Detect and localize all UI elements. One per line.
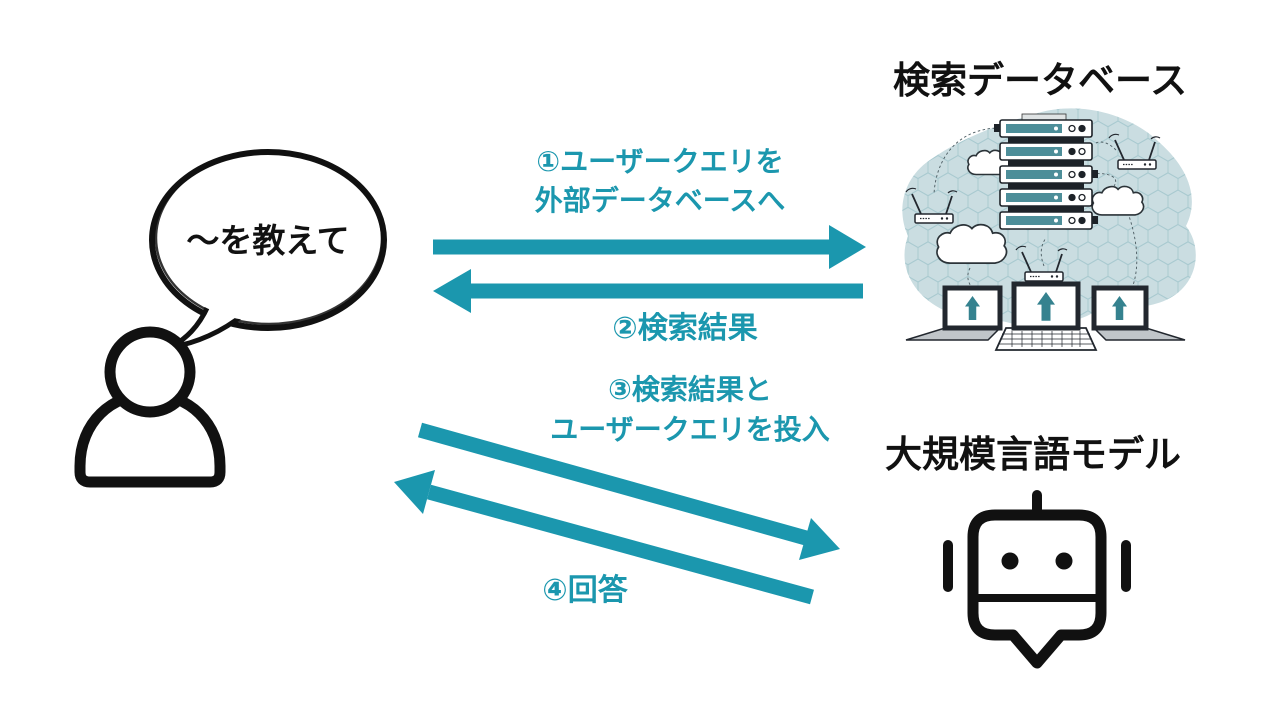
flow2-label: ②検索結果	[520, 303, 850, 347]
flow1-label-line1: ①ユーザークエリを	[536, 146, 784, 177]
arrow-llm-to-user	[394, 470, 814, 605]
robot-eye-left	[1001, 552, 1019, 570]
flow4-label-line1: ④回答	[542, 574, 628, 607]
dashed-connectors	[933, 127, 1138, 289]
flow1-label-line2: 外部データベースへ	[534, 185, 786, 216]
speech-bubble	[149, 149, 387, 350]
robot-icon	[943, 490, 1131, 669]
flow1-label: ①ユーザークエリを 外部データベースへ	[455, 142, 865, 220]
arrow-user-to-llm	[417, 422, 840, 560]
flow3-label: ③検索結果と ユーザークエリを投入	[485, 370, 895, 450]
arrow-user-to-database	[433, 225, 866, 269]
llm-title: 大規模言語モデル	[885, 434, 1181, 475]
laptop-icons	[905, 281, 1186, 351]
speech-bubble-outline	[149, 149, 387, 350]
database-illustration	[902, 108, 1196, 351]
robot-eye-right	[1055, 552, 1073, 570]
flow2-label-line1: ②検索結果	[612, 312, 758, 345]
server-rack	[994, 113, 1098, 230]
flow3-label-line1: ③検索結果と	[608, 374, 772, 405]
flow4-label: ④回答	[505, 565, 665, 609]
arrow-database-to-user	[433, 269, 863, 313]
person-icon	[74, 326, 226, 488]
database-title: 検索データベース	[893, 60, 1188, 101]
user-query-text: 〜を教えて	[186, 222, 350, 259]
flow3-label-line2: ユーザークエリを投入	[550, 414, 830, 445]
